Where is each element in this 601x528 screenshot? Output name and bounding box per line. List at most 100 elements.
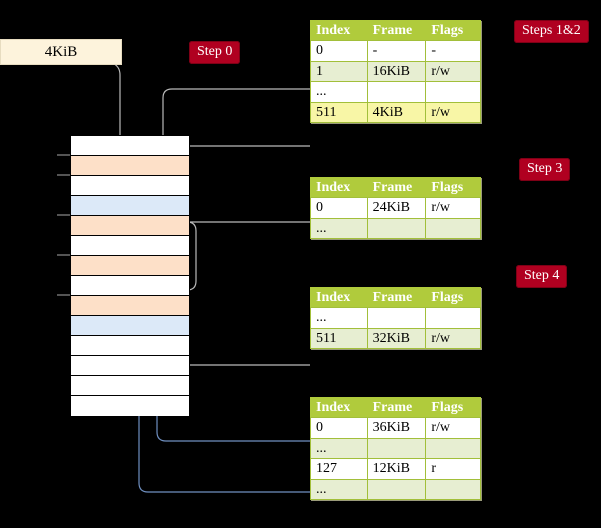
physical-memory-column xyxy=(70,135,190,416)
cell-index: 511 xyxy=(310,101,368,123)
cell-flags: r/w xyxy=(425,197,481,219)
cell-index: 0 xyxy=(310,40,368,62)
cell-index: 511 xyxy=(310,327,368,350)
column-header-index: Index xyxy=(310,176,368,199)
cell-flags: r/w xyxy=(425,60,481,83)
table-row: 0-- xyxy=(310,40,481,62)
memory-frame-row xyxy=(71,356,189,376)
memory-frame-row xyxy=(71,216,189,236)
cell-index: ... xyxy=(310,81,368,103)
wire-table3-row511-to-memory xyxy=(172,321,310,366)
cell-index: ... xyxy=(310,307,368,329)
memory-frame-row xyxy=(71,316,189,336)
column-header-frame: Frame xyxy=(366,19,427,42)
source-size-box: 4KiB xyxy=(0,39,122,65)
cell-frame: 4KiB xyxy=(366,101,427,123)
cell-flags xyxy=(425,217,481,240)
cell-index: ... xyxy=(310,437,368,460)
memory-frame-row xyxy=(71,296,189,316)
memory-frame-row xyxy=(71,336,189,356)
column-header-flags: Flags xyxy=(425,176,481,199)
cell-frame: - xyxy=(366,40,427,62)
column-header-index: Index xyxy=(310,19,368,42)
table-row: ... xyxy=(310,81,481,103)
badge-steps-1-2: Steps 1&2 xyxy=(514,20,589,43)
memory-row-ticks xyxy=(57,154,70,296)
memory-frame-row xyxy=(71,276,189,296)
table-row: ... xyxy=(310,437,481,460)
memory-frame-row xyxy=(71,396,189,416)
cell-frame xyxy=(366,217,427,240)
memory-frame-row xyxy=(71,196,189,216)
cell-flags xyxy=(425,437,481,460)
badge-step-3: Step 3 xyxy=(519,158,571,181)
table-row: ... xyxy=(310,217,481,240)
cell-flags xyxy=(425,478,481,500)
cell-frame: 32KiB xyxy=(366,327,427,350)
cell-index: 0 xyxy=(310,197,368,219)
column-header-flags: Flags xyxy=(425,19,481,42)
column-header-frame: Frame xyxy=(366,176,427,199)
cell-flags: r/w xyxy=(425,417,481,439)
cell-frame: 16KiB xyxy=(366,60,427,83)
cell-flags: r xyxy=(425,458,481,480)
cell-flags: - xyxy=(425,40,481,62)
cell-frame xyxy=(366,478,427,500)
column-header-flags: Flags xyxy=(425,286,481,309)
wire-table2-row0-to-memory xyxy=(176,221,310,297)
column-header-flags: Flags xyxy=(425,396,481,419)
memory-frame-row xyxy=(71,256,189,276)
cell-flags: r/w xyxy=(425,101,481,123)
cell-index: ... xyxy=(310,478,368,500)
cell-frame: 36KiB xyxy=(366,417,427,439)
cell-index: 1 xyxy=(310,60,368,83)
badge-step-4: Step 4 xyxy=(516,265,568,288)
column-header-index: Index xyxy=(310,396,368,419)
column-header-frame: Frame xyxy=(366,286,427,309)
badge-step-0: Step 0 xyxy=(189,41,241,64)
memory-frame-row xyxy=(71,156,189,176)
cell-flags: r/w xyxy=(425,327,481,350)
cell-frame: 12KiB xyxy=(366,458,427,480)
cell-flags xyxy=(425,81,481,103)
column-header-index: Index xyxy=(310,286,368,309)
cell-frame: 24KiB xyxy=(366,197,427,219)
cell-frame xyxy=(366,437,427,460)
table-row: ... xyxy=(310,478,481,500)
cell-index: 0 xyxy=(310,417,368,439)
memory-frame-row xyxy=(71,236,189,256)
table-row: ... xyxy=(310,307,481,329)
memory-frame-row xyxy=(71,376,189,396)
cell-frame xyxy=(366,81,427,103)
cell-index: 127 xyxy=(310,458,368,480)
wire-source-to-memory xyxy=(111,62,127,146)
column-header-frame: Frame xyxy=(366,396,427,419)
cell-index: ... xyxy=(310,217,368,240)
memory-frame-row xyxy=(71,136,189,156)
source-size-label: 4KiB xyxy=(44,43,78,60)
cell-frame xyxy=(366,307,427,329)
